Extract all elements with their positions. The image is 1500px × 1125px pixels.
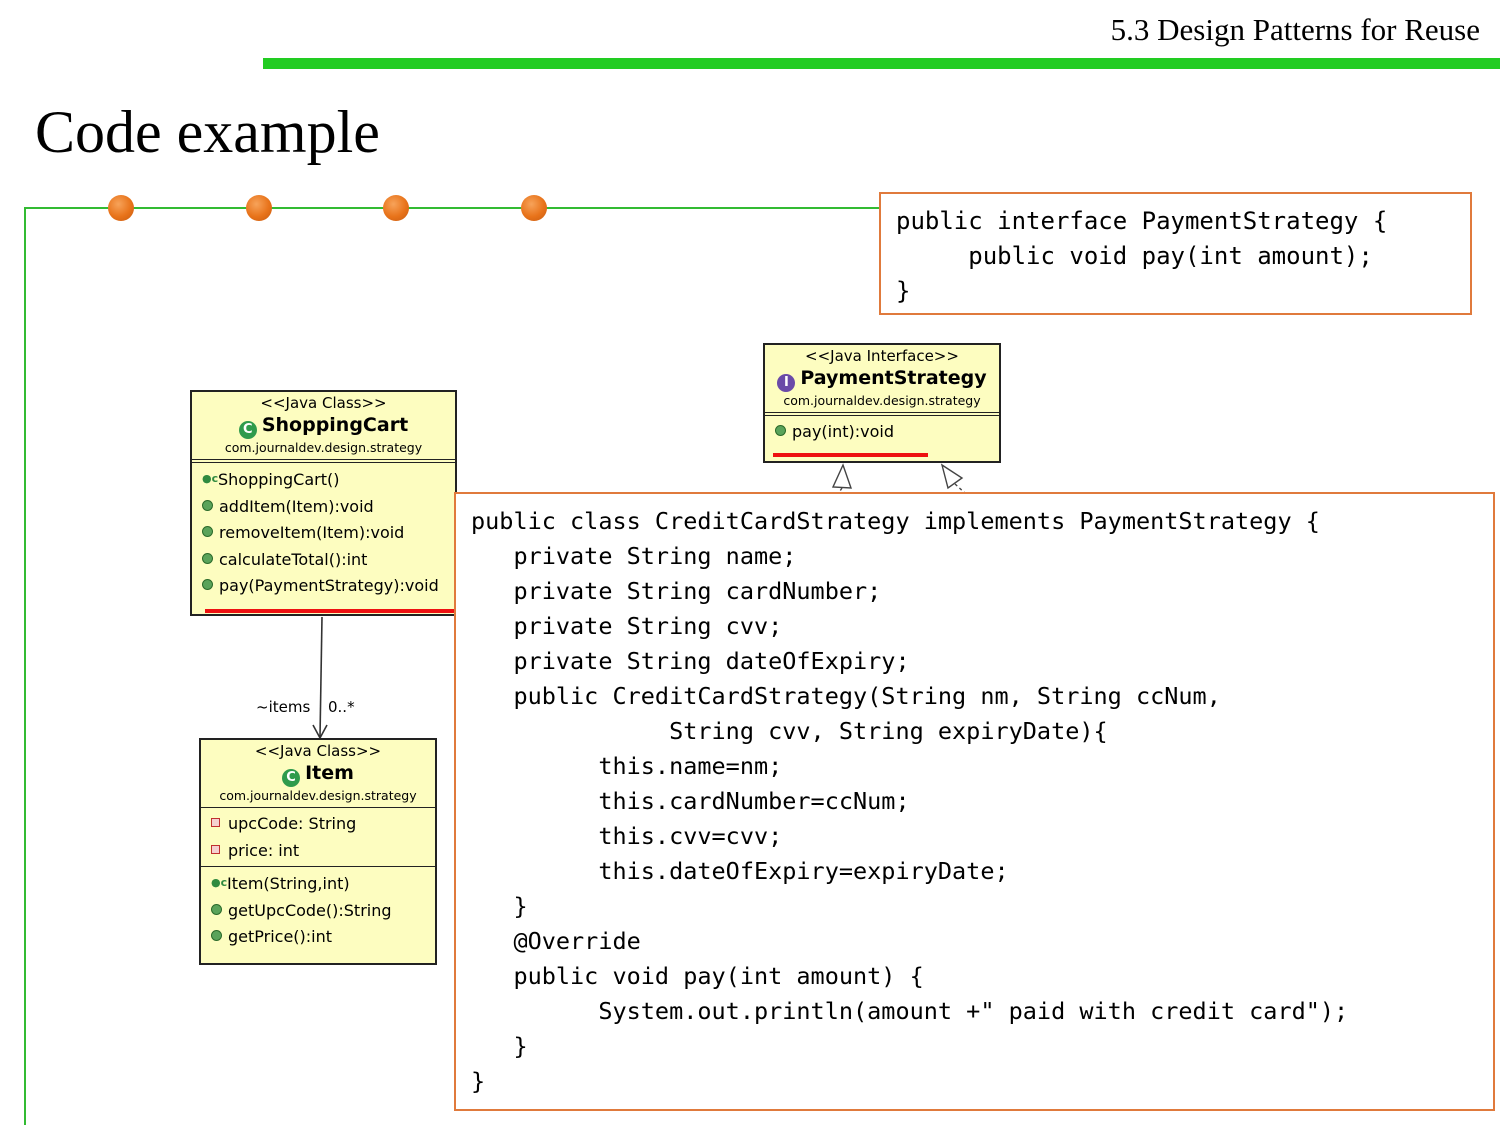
private-field-icon [211, 844, 220, 854]
bullet-dot-icon [521, 195, 547, 221]
class-icon: C [282, 769, 301, 787]
public-method-icon [775, 425, 786, 436]
uml-method: pay(int):void [775, 419, 991, 446]
constructor-icon: ●c [211, 876, 228, 889]
class-code: public class CreditCardStrategy implemen… [471, 507, 1349, 1095]
uml-field: upcCode: String [211, 811, 427, 838]
private-field-icon [211, 818, 220, 827]
uml-stereotype: <<Java Interface>> [805, 347, 959, 365]
public-method-icon [211, 930, 222, 941]
uml-method: getUpcCode():String [211, 898, 427, 925]
uml-package: com.journaldev.design.strategy [224, 440, 423, 455]
association-role-label: ~items [256, 698, 311, 716]
public-method-icon [211, 903, 222, 915]
public-method-icon [202, 499, 213, 511]
uml-package: com.journaldev.design.strategy [219, 788, 417, 803]
highlight-underline [773, 453, 928, 457]
uml-method: addItem(Item):void [202, 494, 447, 521]
public-method-icon [202, 579, 213, 590]
uml-method: removeItem(Item):void [202, 520, 447, 547]
uml-methods: pay(int):void [765, 416, 999, 448]
frame-line-horizontal [24, 207, 880, 209]
uml-methods: ●cItem(String,int) getUpcCode():String g… [201, 867, 435, 953]
uml-method: pay(PaymentStrategy):void [202, 573, 447, 600]
uml-stereotype: <<Java Class>> [260, 394, 387, 412]
constructor-icon: ●c [202, 472, 219, 485]
class-code-box: public class CreditCardStrategy implemen… [454, 492, 1495, 1111]
header-accent-bar [263, 58, 1500, 69]
realization-arrowhead-right [940, 463, 964, 490]
interface-code: public interface PaymentStrategy { publi… [896, 207, 1388, 305]
uml-method: calculateTotal():int [202, 547, 447, 574]
uml-method: ●cItem(String,int) [211, 870, 427, 898]
association-line [319, 616, 323, 738]
frame-line-vertical [24, 207, 26, 1125]
bullet-dot-icon [108, 195, 134, 221]
uml-stereotype: <<Java Class>> [254, 742, 382, 760]
interface-code-box: public interface PaymentStrategy { publi… [879, 192, 1472, 315]
uml-field: price: int [211, 838, 427, 865]
uml-method: ●cShoppingCart() [202, 466, 447, 494]
bullet-dot-icon [246, 195, 272, 221]
uml-fields: upcCode: String price: int [201, 808, 435, 867]
public-method-icon [202, 552, 213, 564]
bullet-dot-icon [383, 195, 409, 221]
section-title: 5.3 Design Patterns for Reuse [1110, 12, 1480, 47]
interface-icon: I [777, 374, 796, 392]
slide-title: Code example [35, 99, 380, 165]
uml-package: com.journaldev.design.strategy [783, 393, 981, 408]
realization-arrowhead-left [831, 463, 853, 489]
association-multiplicity-label: 0..* [328, 698, 355, 716]
highlight-underline [205, 609, 455, 613]
uml-methods: ●cShoppingCart() addItem(Item):void remo… [192, 463, 455, 602]
public-method-icon [202, 526, 213, 537]
uml-method: getPrice():int [211, 924, 427, 951]
class-icon: C [238, 421, 257, 439]
